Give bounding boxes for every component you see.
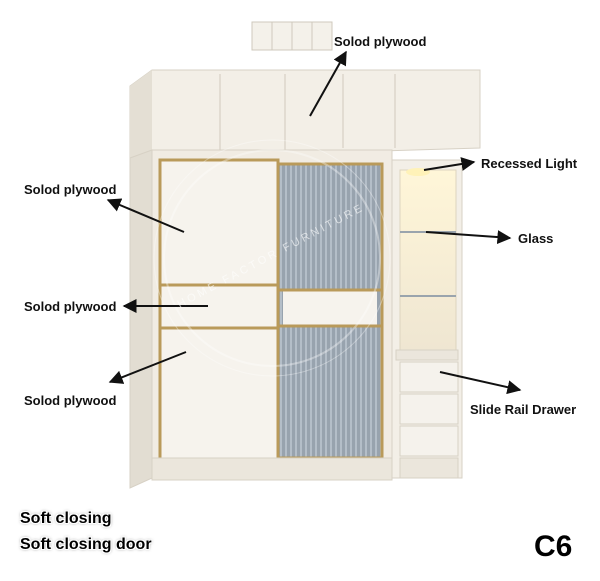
note-soft-closing: Soft closing [20,510,112,527]
note-soft-closing-door: Soft closing door [20,536,152,553]
panel-sample-swatches [251,21,333,51]
label-recessed-light: Recessed Light [481,156,578,171]
label-glass: Glass [518,231,554,246]
watermark-ring [153,139,391,377]
wardrobe-illustration [129,69,481,489]
label-slide-rail-drawer: Slide Rail Drawer [470,402,577,417]
label-top-plywood: Solod plywood [334,34,427,49]
label-left-plywood-upper: Solod plywood [24,182,117,197]
label-left-plywood-lower: Solod plywood [24,393,117,408]
callout-arrows [106,50,522,395]
label-left-plywood-middle: Solod plywood [24,299,117,314]
model-code: C6 [534,530,573,563]
